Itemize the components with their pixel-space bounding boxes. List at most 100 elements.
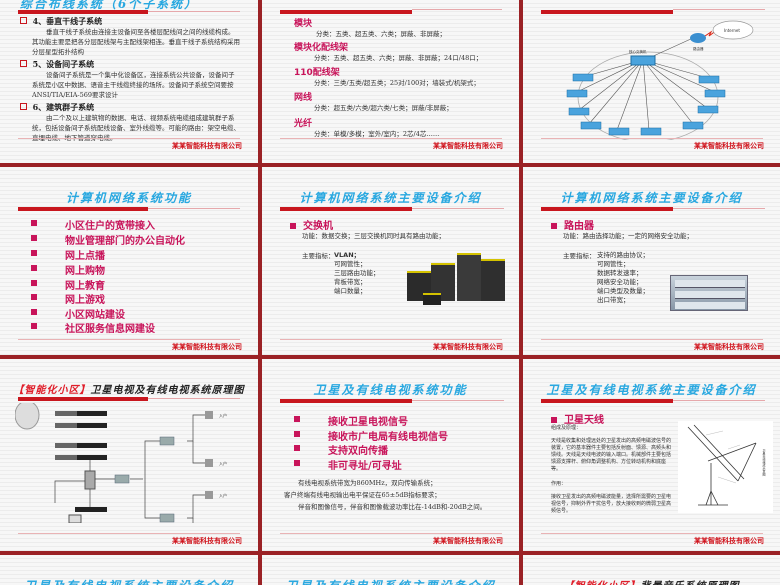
- function-list-item: 小区住户的宽带接入: [31, 217, 155, 232]
- square-bullet-icon: [31, 220, 37, 226]
- catv-function-item: 接收市广电局有线电视信号: [294, 428, 448, 443]
- svg-text:路由器: 路由器: [693, 46, 704, 51]
- function-list-item: 物业管理部门的办公自动化: [31, 232, 185, 247]
- footer-rule: [541, 533, 763, 534]
- slide-network-topology[interactable]: Internet 路由器 核心交换机 某某智能科技有限公司: [523, 0, 780, 163]
- company-footer: 某某智能科技有限公司: [694, 342, 764, 351]
- footer-rule: [541, 339, 763, 340]
- slide-title: 卫星及有线电视系统功能: [313, 383, 468, 397]
- title-rule: [541, 399, 673, 403]
- slide-structured-cabling-subsystems[interactable]: 综合布线系统（6个子系统） 4、垂直干线子系统 垂直干线子系统由连接主设备间至各…: [0, 0, 258, 163]
- function-list-item: 网上游戏: [31, 291, 105, 306]
- function-list-item: 网上点播: [31, 247, 105, 262]
- title-rule: [18, 207, 148, 211]
- title-rule-thin: [412, 400, 504, 401]
- slide-title: 卫星及有线电视系统主要设备介绍: [0, 577, 258, 585]
- device-heading: 卫星天线: [551, 411, 604, 426]
- material-desc: 分类：三类/五类/超五类；25对/100对；墙装式/机架式；: [314, 79, 480, 87]
- material-name: 模块化配线架: [294, 43, 349, 53]
- device-function: 功能：路由选择功能；一定的网络安全功能；: [563, 232, 693, 240]
- section-body: 垂直干线子系统由连接主设备间至各楼层配线间之间的线缆构成。其功能主要是把各分层配…: [32, 28, 240, 56]
- svg-text:入户: 入户: [219, 492, 227, 498]
- slide-catv-diagram[interactable]: 【智能化小区】卫星电视及有线电视系统原理图 入户入户入户 某某智能科技有限公司: [0, 359, 258, 551]
- switch-product-image: [407, 253, 505, 309]
- slide-switch-device[interactable]: 计算机网络系统主要设备介绍 交换机 功能：数据交换；三层交换机同时具有路由功能；…: [262, 167, 519, 355]
- square-bullet-icon: [294, 445, 300, 451]
- slide-router-device[interactable]: 计算机网络系统主要设备介绍 路由器 功能：路由选择功能；一定的网络安全功能； 主…: [523, 167, 780, 355]
- footer-rule: [18, 533, 240, 534]
- footer-rule: [18, 339, 240, 340]
- section-heading: 4、垂直干线子系统: [20, 16, 240, 27]
- function-list-item: 网上教育: [31, 277, 105, 292]
- company-footer: 某某智能科技有限公司: [172, 536, 242, 545]
- internet-label: Internet: [724, 28, 740, 33]
- catv-spec-paragraph: 有线电视系统带宽为860MHz，双向传输系统； 客户终端有线电视输出电平保证在6…: [284, 479, 487, 511]
- square-bullet-icon: [551, 417, 557, 423]
- hollow-square-icon: [20, 17, 27, 24]
- svg-text:入户: 入户: [219, 460, 227, 466]
- catv-function-item: 支持双向传播: [294, 442, 388, 457]
- slide-title: 计算机网络系统主要设备介绍: [560, 191, 743, 205]
- function-list-item: 小区网站建设: [31, 306, 125, 321]
- svg-text:核心交换机: 核心交换机: [629, 49, 647, 54]
- title-rule-thin: [412, 208, 504, 209]
- square-bullet-icon: [31, 323, 37, 329]
- section-heading-text: 6、建筑群子系统: [32, 102, 95, 112]
- section-heading-text: 4、垂直干线子系统: [32, 16, 103, 26]
- device-heading: 交换机: [290, 217, 333, 232]
- title-rule-thin: [673, 208, 765, 209]
- section-body: 设备间子系统是一个集中化设备区，连接系统公共设备，设备间子系统是小区中数据、语音…: [32, 71, 235, 99]
- square-bullet-icon: [31, 250, 37, 256]
- company-footer: 某某智能科技有限公司: [433, 536, 503, 545]
- spec-label: 主要指标：: [302, 252, 335, 260]
- material-desc: 分类：五类、超五类、六类；屏蔽、非屏蔽；: [316, 30, 446, 38]
- slide-network-functions[interactable]: 计算机网络系统功能 小区住户的宽带接入 物业管理部门的办公自动化 网上点播 网上…: [0, 167, 258, 355]
- slide-catv-devices-2[interactable]: 卫星及有线电视系统主要设备介绍: [0, 555, 258, 585]
- title-rule-thin: [148, 398, 240, 399]
- material-name: 110配线架: [294, 68, 340, 78]
- slide-title: 卫星及有线电视系统主要设备介绍: [262, 577, 519, 585]
- footer-rule: [280, 533, 502, 534]
- device-heading: 路由器: [551, 217, 594, 232]
- slide-title: 【智能化小区】背景音乐系统原理图: [523, 577, 780, 585]
- square-bullet-icon: [294, 416, 300, 422]
- slide-background-music[interactable]: 【智能化小区】背景音乐系统原理图: [523, 555, 780, 585]
- company-footer: 某某智能科技有限公司: [433, 342, 503, 351]
- slide-catv-functions[interactable]: 卫星及有线电视系统功能 接收卫星电视信号 接收市广电局有线电视信号 支持双向传播…: [262, 359, 519, 551]
- material-name: 光纤: [294, 119, 313, 129]
- spec-label: 主要指标：: [563, 252, 596, 260]
- section-heading-text: 5、设备间子系统: [32, 59, 95, 69]
- slide-catv-devices-3[interactable]: 卫星及有线电视系统主要设备介绍: [262, 555, 519, 585]
- function-list-item: 网上购物: [31, 262, 105, 277]
- title-rule: [541, 207, 673, 211]
- title-rule-thin: [673, 9, 765, 10]
- material-desc: 分类：单模/多模；室外/室内；2芯/4芯……: [314, 130, 440, 138]
- title-rule-thin: [148, 208, 240, 209]
- svg-text:入户: 入户: [219, 412, 227, 418]
- square-bullet-icon: [31, 265, 37, 271]
- square-bullet-icon: [31, 309, 37, 315]
- title-rule-thin: [148, 11, 240, 12]
- footer-rule: [280, 138, 502, 139]
- device-function: 功能：数据交换；三层交换机同时具有路由功能；: [302, 232, 445, 240]
- title-rule: [18, 397, 148, 401]
- antenna-diagram: 卫星天线组成示意图: [678, 421, 773, 513]
- section-heading: 6、建筑群子系统: [20, 102, 240, 113]
- spec-list: VLAN； 可网管性； 三层路由功能； 背板带宽； 端口数量；: [334, 251, 380, 295]
- catv-function-item: 非可寻址/可寻址: [294, 457, 402, 472]
- spec-list: 支持的路由协议； 可网管性； 数据转发速率； 网络安全功能； 端口类型及数量； …: [597, 251, 649, 304]
- antenna-caption: 卫星天线组成示意图: [762, 449, 766, 477]
- square-bullet-icon: [294, 431, 300, 437]
- square-bullet-icon: [31, 294, 37, 300]
- slide-satellite-antenna[interactable]: 卫星及有线电视系统主要设备介绍 卫星天线 组成及原理： 天线是收集和处理远处的卫…: [523, 359, 780, 551]
- hollow-square-icon: [20, 103, 27, 110]
- slide-cabling-materials[interactable]: 模块 分类：五类、超五类、六类；屏蔽、非屏蔽； 模块化配线架 分类：五类、超五类…: [262, 0, 519, 163]
- company-footer: 某某智能科技有限公司: [694, 536, 764, 545]
- material-name: 模块: [294, 19, 313, 29]
- slide-title: 卫星及有线电视系统主要设备介绍: [546, 383, 757, 397]
- antenna-description: 组成及原理： 天线是收集和处理远处的卫星发出的高频电磁波信号的装置，它的基本器件…: [551, 425, 672, 514]
- router-product-image: [670, 275, 748, 311]
- company-footer: 某某智能科技有限公司: [172, 141, 242, 150]
- title-rule-thin: [673, 400, 765, 401]
